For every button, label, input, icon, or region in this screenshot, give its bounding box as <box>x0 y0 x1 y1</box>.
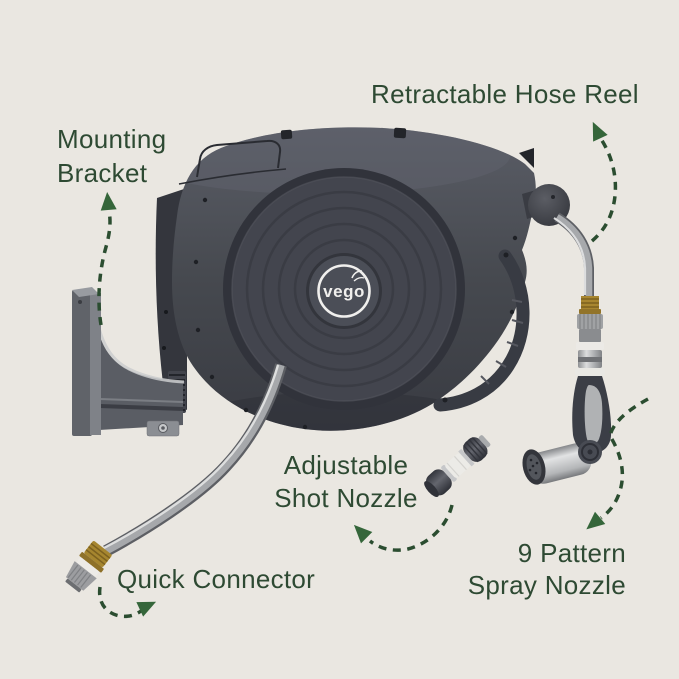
mounting-bracket-part <box>72 287 185 437</box>
label-line: Bracket <box>57 158 148 188</box>
label-line: Spray Nozzle <box>467 570 626 600</box>
label-line: Mounting <box>57 124 167 154</box>
label-mounting-bracket: Mounting Bracket <box>57 122 166 190</box>
reel-body: vego <box>172 127 536 431</box>
label-adjustable-shot-nozzle: Adjustable Shot Nozzle <box>246 449 446 515</box>
label-line: 9 Pattern <box>517 538 626 568</box>
logo-leaf-icon <box>351 270 363 279</box>
label-line: Adjustable <box>283 450 409 480</box>
label-line: Quick Connector <box>117 564 316 594</box>
spray-nozzle-part <box>522 296 612 485</box>
arrow-adjustable-shot-nozzle <box>353 504 454 552</box>
shot-nozzle-part <box>424 435 491 497</box>
lid-seam <box>196 139 282 178</box>
label-line: Retractable Hose Reel <box>371 79 639 109</box>
label-line: Shot Nozzle <box>274 483 418 513</box>
arrow-spray-nozzle <box>586 397 649 530</box>
vego-logo: vego <box>306 253 382 329</box>
label-quick-connector: Quick Connector <box>117 562 315 596</box>
main-hose <box>103 363 287 557</box>
label-nine-pattern-spray-nozzle: 9 Pattern Spray Nozzle <box>445 537 626 601</box>
carry-handle <box>433 249 530 412</box>
arrow-mounting-bracket <box>97 192 117 326</box>
arrow-retractable-hose-reel <box>590 121 618 243</box>
arrow-quick-connector <box>97 586 157 619</box>
logo-text: vego <box>323 282 365 301</box>
quick-connector-part <box>65 541 112 593</box>
label-retractable-hose-reel: Retractable Hose Reel <box>371 77 639 111</box>
leader-hose <box>553 212 594 297</box>
